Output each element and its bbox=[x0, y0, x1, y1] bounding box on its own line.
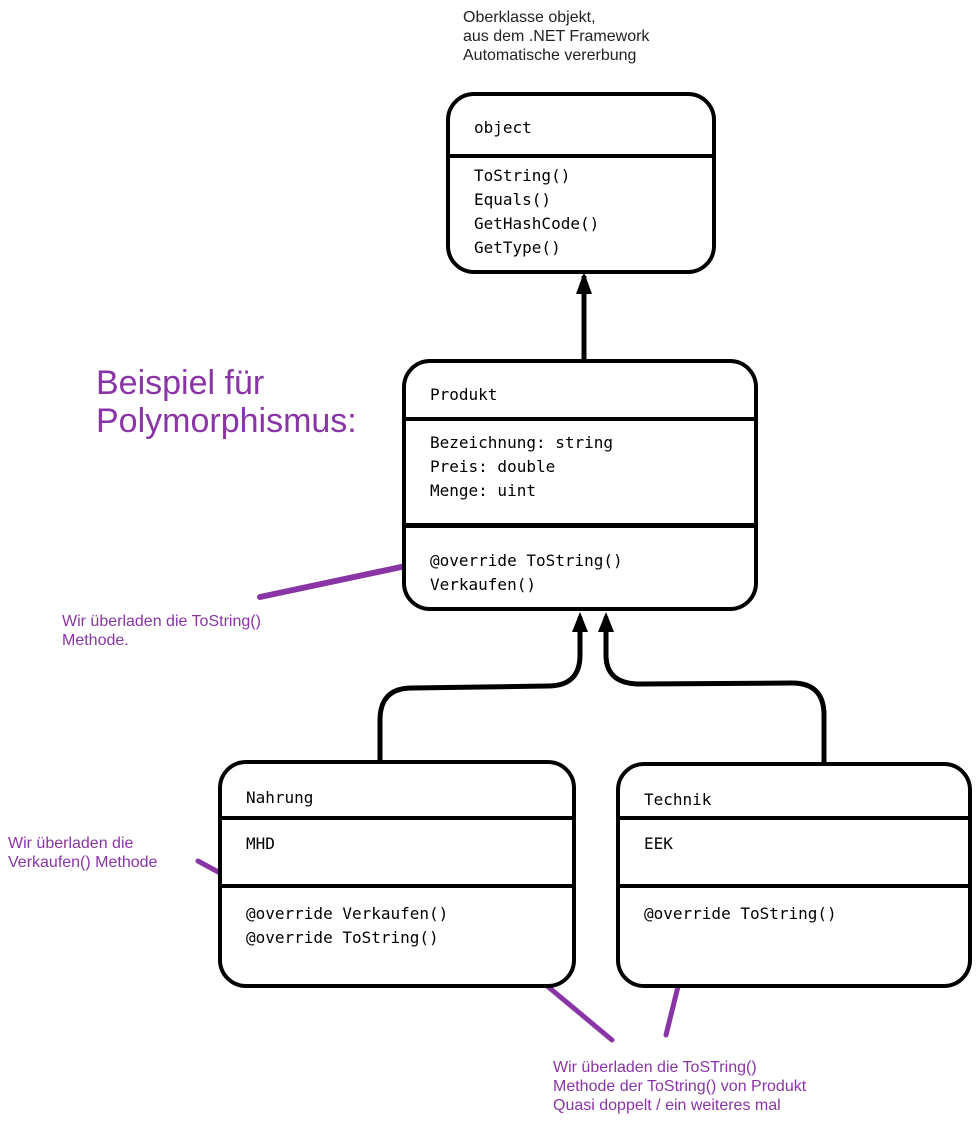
methods-section: ToString() Equals() GetHashCode() GetTyp… bbox=[450, 158, 712, 260]
attribute: Bezeichnung: string bbox=[430, 433, 614, 452]
attribute: EEK bbox=[644, 834, 673, 853]
divider bbox=[222, 884, 572, 888]
method: @override ToString() bbox=[430, 551, 623, 570]
class-technik: Technik EEK @override ToString() bbox=[616, 762, 972, 988]
attributes-section: EEK bbox=[620, 820, 968, 884]
divider bbox=[222, 816, 572, 820]
method: ToString() bbox=[474, 166, 571, 185]
arrowhead-produkt-left bbox=[572, 612, 588, 632]
class-nahrung: Nahrung MHD @override Verkaufen() @overr… bbox=[218, 760, 576, 988]
class-name-section: Technik bbox=[620, 766, 968, 816]
method: @override Verkaufen() bbox=[246, 904, 449, 923]
inheritance-arrow-nahrung-produkt bbox=[377, 615, 583, 766]
class-name: Nahrung bbox=[246, 788, 314, 807]
object-note: Oberklasse objekt, aus dem .NET Framewor… bbox=[463, 9, 650, 64]
method: GetHashCode() bbox=[474, 214, 600, 233]
bottom-note: Wir überladen die ToSTring() Methode der… bbox=[553, 1059, 807, 1114]
divider bbox=[406, 417, 754, 421]
attribute: Preis: double bbox=[430, 457, 556, 476]
method: Equals() bbox=[474, 190, 552, 209]
divider bbox=[620, 816, 968, 820]
arrowhead-object bbox=[576, 272, 592, 294]
divider bbox=[406, 523, 754, 528]
divider bbox=[620, 884, 968, 888]
attribute: Menge: uint bbox=[430, 481, 536, 500]
class-name-section: Produkt bbox=[406, 363, 754, 417]
nahrung-note: Wir überladen die Verkaufen() Methode bbox=[8, 835, 158, 871]
method: @override ToString() bbox=[246, 928, 439, 947]
method: Verkaufen() bbox=[430, 575, 536, 594]
arrowhead-produkt-right bbox=[598, 612, 614, 632]
class-object: object ToString() Equals() GetHashCode()… bbox=[446, 92, 716, 274]
method: @override ToString() bbox=[644, 904, 837, 923]
inheritance-arrow-technik-produkt bbox=[603, 615, 827, 766]
methods-section: @override ToString() Verkaufen() bbox=[406, 528, 754, 597]
diagram-title: Beispiel für Polymorphismus: bbox=[96, 364, 357, 440]
methods-section: @override ToString() bbox=[620, 888, 968, 926]
attributes-section: MHD bbox=[222, 820, 572, 884]
attributes-section: Bezeichnung: string Preis: double Menge:… bbox=[406, 421, 754, 523]
method: GetType() bbox=[474, 238, 561, 257]
class-name-section: object bbox=[450, 96, 712, 154]
divider bbox=[450, 154, 712, 158]
class-name: object bbox=[474, 118, 532, 137]
produkt-note: Wir überladen die ToString() Methode. bbox=[62, 613, 261, 649]
methods-section: @override Verkaufen() @override ToString… bbox=[222, 888, 572, 950]
class-name: Produkt bbox=[430, 385, 498, 404]
attribute: MHD bbox=[246, 834, 275, 853]
class-name-section: Nahrung bbox=[222, 764, 572, 816]
class-name: Technik bbox=[644, 790, 712, 809]
class-produkt: Produkt Bezeichnung: string Preis: doubl… bbox=[402, 359, 758, 611]
